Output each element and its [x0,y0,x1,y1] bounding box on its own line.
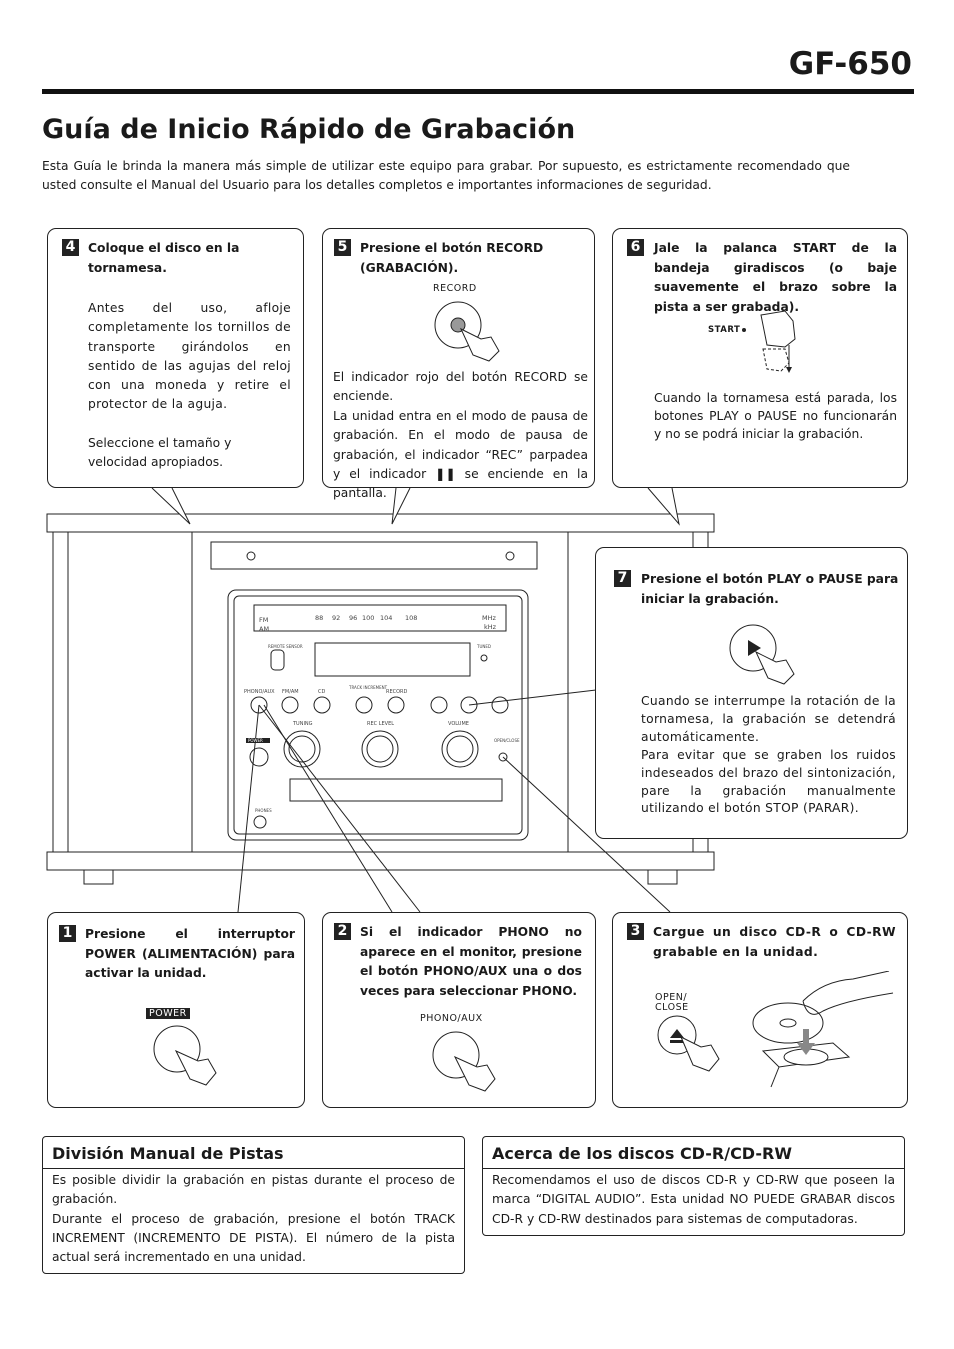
record-button-label: RECORD [433,283,477,294]
step-5-text-1: El indicador rojo del botón RECORD se en… [333,370,588,404]
step-6-number: 6 [627,239,644,256]
start-lever-label: START [708,325,741,335]
dev-openclose-label: OPEN/CLOSE [494,738,520,743]
dev-phones-label: PHONES [255,808,272,813]
phono-button-icon [432,1031,496,1092]
step-2-number: 2 [334,923,351,940]
division-text: Es posible dividir la grabación en pista… [52,1171,455,1267]
record-button-icon [434,301,500,362]
fm-freq-4: 100 [362,614,374,622]
fm-freq-3: 96 [349,614,357,622]
header-rule [42,89,914,94]
tuned-label: TUNED [476,644,491,649]
start-lever-icon [742,310,796,373]
division-title: División Manual de Pistas [52,1144,284,1163]
cd-load-illustration [657,971,894,1088]
division-text-2: Durante el proceso de grabación, presion… [52,1211,455,1265]
fm-freq-1: 88 [315,614,323,622]
step-1-number: 1 [59,925,76,942]
dev-power-label: POWER [248,738,263,743]
step-6-text-1: Cuando la tornamesa está parada, los bot… [654,391,897,441]
open-close-label: OPEN/CLOSE [655,993,689,1013]
step-3-number: 3 [627,923,644,940]
step-5-text-2: La unidad entra en el modo de pausa de g… [333,409,588,501]
step-7-callout: 7 Presione el botón PLAY o PAUSE para in… [595,547,908,839]
play-button-icon [729,624,795,685]
step-4-title: Coloque el disco en la tornamesa. [88,241,240,275]
dev-fmam-label: FM/AM [282,689,299,695]
step-5-callout: 5 Presione el botón RECORD (GRABACIÓN). … [322,228,595,500]
close-label: CLOSE [655,1002,689,1013]
mhz-label: MHz [482,614,496,622]
phono-button-label: PHONO/AUX [420,1013,483,1024]
step-6-title: Jale la palanca START de la bandeja gira… [654,241,897,314]
step-3-title: Cargue un disco CD-R o CD-RW grabable en… [653,925,896,959]
fm-freq-5: 104 [380,614,392,622]
fm-band-label: FM [259,616,268,624]
open-label: OPEN/ [655,992,688,1003]
power-button-label: POWER [146,1008,190,1019]
dev-tuning-label: TUNING [292,721,313,727]
dev-track-label: TRACK INCREMENT [348,685,388,690]
step-2-title: Si el indicador PHONO no aparece en el m… [360,925,582,998]
dev-cd-label: CD [318,689,325,695]
step-7-text-1: Cuando se interrumpe la rotación de la t… [641,694,896,744]
khz-label: kHz [484,623,497,631]
dev-phono-label: PHONO/AUX [244,689,275,695]
discs-text: Recomendamos el uso de discos CD-R y CD-… [492,1173,895,1226]
fm-freq-2: 92 [332,614,340,622]
dev-reclevel-label: REC LEVEL [367,721,394,727]
division-box: División Manual de Pistas Es posible div… [42,1136,465,1274]
step-1-title: Presione el interruptor POWER (ALIMENTAC… [85,927,295,980]
step-5-number: 5 [334,239,351,256]
step-6-callout: 6 Jale la palanca START de la bandeja gi… [612,228,908,488]
step-5-title: Presione el botón RECORD (GRABACIÓN). [360,241,544,275]
step-7-title: Presione el botón PLAY o PAUSE para inic… [641,572,899,606]
dev-record-label: RECORD [386,689,408,695]
page-title: Guía de Inicio Rápido de Grabación [42,114,576,145]
division-text-1: Es posible dividir la grabación en pista… [52,1173,455,1207]
step-3-callout: 3 Cargue un disco CD-R o CD-RW grabable … [612,912,908,1108]
step-2-callout: 2 Si el indicador PHONO no aparece en el… [322,912,596,1108]
step-4-number: 4 [62,239,79,256]
am-band-label: AM [259,625,269,633]
power-button-icon [153,1025,217,1086]
intro-text: Esta Guía le brinda la manera más simple… [42,159,850,192]
step-7-text-2: Para evitar que se graben los ruidos ind… [641,748,896,816]
step-1-callout: 1 Presione el interruptor POWER (ALIMENT… [47,912,305,1108]
step-4-text-2: Seleccione el tamaño y velocidad apropia… [88,436,232,470]
discs-divider [483,1168,904,1169]
division-divider [43,1168,464,1169]
discs-box: Acerca de los discos CD-R/CD-RW Recomend… [482,1136,905,1236]
step-7-number: 7 [614,570,631,587]
model-number: GF-650 [788,46,912,82]
step-4-callout: 4 Coloque el disco en la tornamesa. Ante… [47,228,304,488]
remote-sensor-label: REMOTE SENSOR [268,644,303,649]
fm-freq-6: 108 [405,614,417,622]
step-4-text-1: Antes del uso, afloje completamente los … [88,301,291,412]
dev-volume-label: VOLUME [448,721,469,727]
discs-title: Acerca de los discos CD-R/CD-RW [492,1144,792,1163]
